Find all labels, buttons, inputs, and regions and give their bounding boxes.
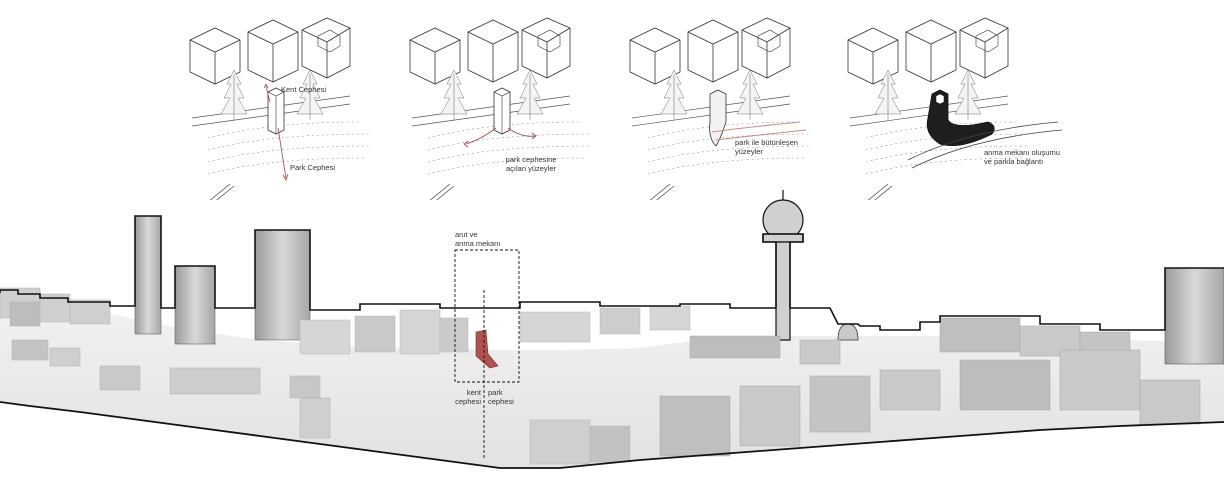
left-district bbox=[0, 287, 331, 439]
panel-1 bbox=[189, 17, 371, 200]
tower-1 bbox=[134, 215, 162, 335]
panel-3 bbox=[629, 17, 811, 200]
panel-4-label-line-2: ve parkla bağlantı bbox=[984, 157, 1044, 166]
panel-2-label: park cephesine açılan yüzeyler bbox=[486, 155, 576, 173]
city-section bbox=[0, 190, 1224, 469]
base-outline bbox=[0, 401, 1224, 469]
panel-2 bbox=[409, 17, 591, 200]
panel-3-label-line-1: park ile bütünleşen bbox=[735, 138, 798, 147]
skyline-outline bbox=[0, 215, 1224, 331]
panel-3-label-line-2: yüzeyler bbox=[735, 147, 763, 156]
panel-4 bbox=[847, 17, 1063, 200]
tower-2 bbox=[174, 265, 216, 345]
tower-right bbox=[1164, 267, 1224, 365]
right-district bbox=[659, 317, 1201, 457]
park-facade-line-2: cephesi bbox=[488, 397, 514, 406]
panel-4-label-line-1: anma mekanı oluşumu bbox=[984, 148, 1060, 157]
concept-panels bbox=[189, 17, 1063, 200]
city-facade-line-2: cephesi bbox=[455, 397, 481, 406]
panel-2-label-line-1: park cephesine bbox=[505, 155, 557, 164]
dome bbox=[837, 323, 859, 341]
city-facade-label: kent cephesi bbox=[449, 388, 481, 406]
monument-label-line-2: anma mekanı bbox=[455, 239, 501, 248]
mid-district bbox=[299, 305, 691, 465]
tv-tower bbox=[762, 190, 804, 341]
city-facade-line-1: kent bbox=[466, 388, 481, 397]
panel-2-label-line-2: açılan yüzeyler bbox=[505, 164, 557, 173]
monument-label-line-1: anıt ve bbox=[455, 230, 478, 239]
monument-frame bbox=[454, 249, 520, 383]
park-facade-label: park cephesi bbox=[488, 388, 514, 406]
panel-1-label-park-facade: Park Cephesi bbox=[290, 163, 336, 172]
panel-3-label: park ile bütünleşen yüzeyler bbox=[735, 138, 798, 156]
monument bbox=[475, 329, 499, 369]
park-facade-line-1: park bbox=[488, 388, 503, 397]
panel-4-label: anma mekanı oluşumu ve parkla bağlantı bbox=[984, 148, 1060, 166]
panel-1-label-city-facade: Kent Cephesi bbox=[281, 85, 327, 94]
monument-label: anıt ve anma mekanı bbox=[455, 230, 500, 248]
